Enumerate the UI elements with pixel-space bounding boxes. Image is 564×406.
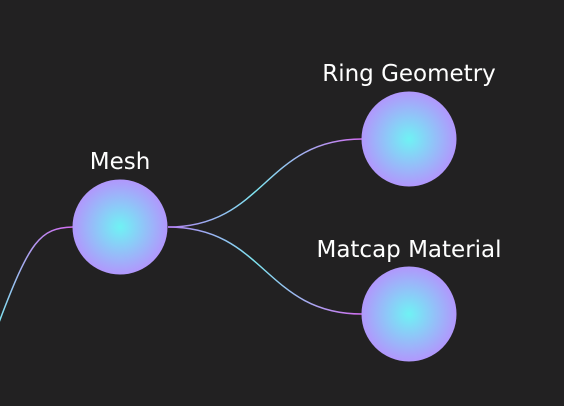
node-ring-geometry[interactable] [361, 91, 457, 187]
edge-mesh-to-matcap-material [167, 226, 363, 315]
edge-parent-to-mesh [0, 226, 74, 322]
node-label-ring-geometry: Ring Geometry [322, 61, 496, 87]
node-mesh[interactable] [72, 179, 168, 275]
node-label-matcap-material: Matcap Material [316, 237, 502, 263]
node-label-mesh: Mesh [89, 149, 151, 175]
node-matcap-material[interactable] [361, 266, 457, 362]
edge-mesh-to-ring-geometry [167, 138, 363, 228]
